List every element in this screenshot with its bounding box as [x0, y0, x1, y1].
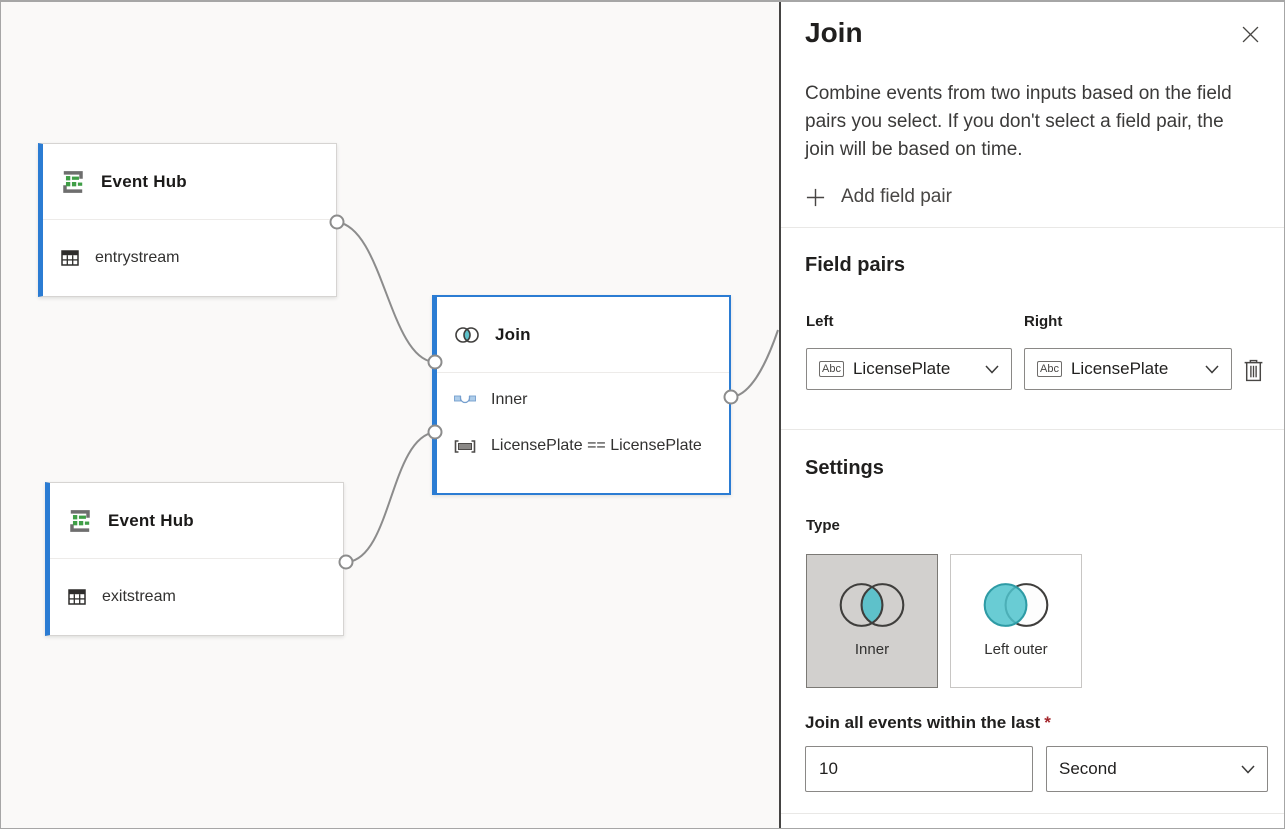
left-field-dropdown[interactable]: Abc LicensePlate [806, 348, 1012, 390]
node-header: Event Hub [50, 483, 343, 559]
node-header: Event Hub [43, 144, 336, 220]
join-type-icon [454, 395, 476, 404]
join-window-label: Join all events within the last* [805, 713, 1051, 733]
node-join[interactable]: Join Inner Licens [432, 295, 731, 495]
edge-join-to-output[interactable] [730, 329, 779, 398]
chevron-down-icon [1205, 364, 1219, 374]
field-pairs-heading: Field pairs [805, 254, 906, 276]
delete-field-pair-button[interactable] [1239, 354, 1267, 386]
left-field-value: LicensePlate [852, 359, 951, 378]
join-type-option-label: Left outer [984, 641, 1048, 658]
event-hub-icon [70, 509, 90, 532]
settings-heading: Settings [805, 457, 884, 479]
join-type-option-left-outer[interactable]: Left outer [950, 554, 1082, 688]
join-config-panel: Join Combine events from two inputs base… [779, 2, 1284, 828]
chevron-down-icon [985, 364, 999, 374]
node-title: Event Hub [101, 171, 187, 191]
join-type-option-inner[interactable]: Inner [806, 554, 938, 688]
type-label: Type [806, 517, 840, 534]
node-event-hub-exitstream[interactable]: Event Hub exitstream [45, 482, 344, 636]
node-stream-row: exitstream [50, 559, 343, 635]
node-stream-name: exitstream [102, 588, 176, 605]
join-type-option-label: Inner [854, 641, 890, 658]
node-header: Join [437, 297, 729, 373]
right-field-label: Right [1024, 313, 1063, 330]
join-window-unit-dropdown[interactable]: Second [1046, 746, 1268, 792]
join-window-label-text: Join all events within the last [805, 713, 1041, 732]
table-icon [68, 589, 86, 605]
close-button[interactable] [1234, 18, 1266, 50]
right-field-dropdown[interactable]: Abc LicensePlate [1024, 348, 1232, 390]
chevron-down-icon [1241, 764, 1255, 774]
left-outer-join-icon [983, 583, 1049, 627]
field-pair-icon [454, 439, 476, 453]
close-icon [1242, 26, 1258, 42]
panel-description: Combine events from two inputs based on … [805, 83, 1232, 160]
trash-icon [1244, 359, 1262, 381]
join-condition-text: LicensePlate == LicensePlate [491, 437, 702, 454]
diagram-canvas[interactable]: Event Hub entrystream [1, 2, 779, 828]
text-type-icon: Abc [819, 361, 844, 377]
node-title: Event Hub [108, 510, 194, 530]
add-field-pair-button[interactable]: Add field pair [805, 186, 952, 208]
join-type-text: Inner [491, 391, 528, 408]
table-icon [61, 250, 79, 266]
divider [781, 429, 1284, 430]
panel-title: Join [805, 17, 863, 48]
required-marker: * [1044, 713, 1051, 732]
join-icon [455, 326, 479, 343]
right-field-value: LicensePlate [1070, 359, 1169, 378]
node-event-hub-entrystream[interactable]: Event Hub entrystream [38, 143, 337, 297]
join-window-value-input[interactable] [805, 746, 1033, 792]
divider [781, 227, 1284, 228]
edge-entrystream-to-join[interactable] [336, 221, 434, 363]
event-hub-icon [63, 170, 83, 193]
node-title: Join [495, 324, 531, 344]
left-field-label: Left [806, 313, 834, 330]
join-window-unit-value: Second [1059, 759, 1117, 778]
join-condition-row: LicensePlate == LicensePlate [437, 433, 729, 459]
join-type-row: Inner [437, 387, 729, 413]
add-field-pair-label: Add field pair [841, 186, 952, 207]
divider [781, 813, 1284, 814]
inner-join-icon [839, 583, 905, 627]
node-stream-row: entrystream [43, 220, 336, 296]
text-type-icon: Abc [1037, 361, 1062, 377]
plus-icon [806, 188, 825, 206]
edge-exitstream-to-join[interactable] [347, 431, 436, 563]
node-stream-name: entrystream [95, 249, 180, 266]
